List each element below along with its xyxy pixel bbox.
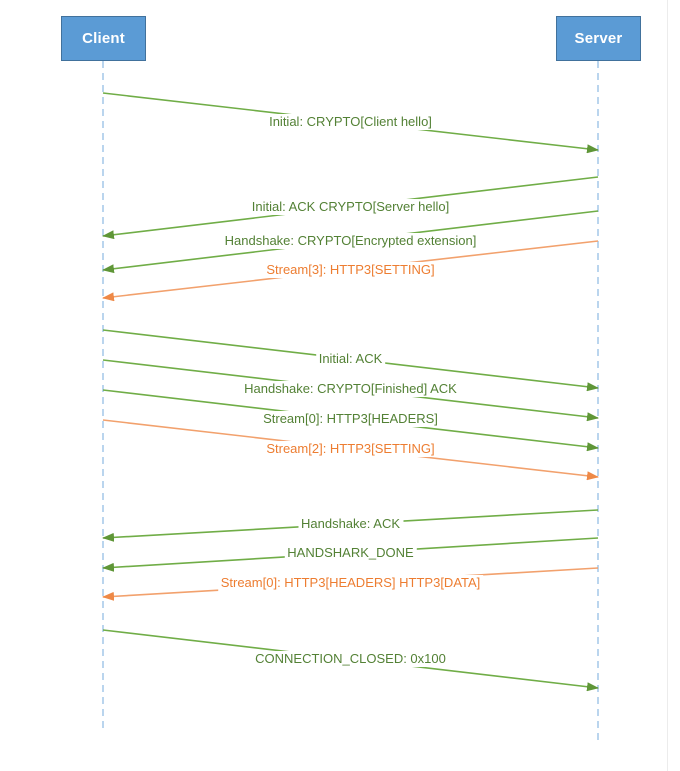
page-edge — [667, 0, 668, 771]
message-label-3: Stream[3]: HTTP3[SETTING] — [263, 261, 438, 278]
message-label-0: Initial: CRYPTO[Client hello] — [266, 113, 435, 130]
message-label-7: Stream[2]: HTTP3[SETTING] — [263, 440, 438, 457]
actor-box-client: Client — [61, 16, 146, 61]
actor-box-server: Server — [556, 16, 641, 61]
message-label-5: Handshake: CRYPTO[Finished] ACK — [241, 381, 460, 397]
message-label-4: Initial: ACK — [315, 351, 386, 367]
message-label-1: Initial: ACK CRYPTO[Server hello] — [248, 198, 453, 215]
message-label-8: Handshake: ACK — [297, 516, 404, 532]
message-label-11: CONNECTION_CLOSED: 0x100 — [252, 651, 449, 667]
message-label-10: Stream[0]: HTTP3[HEADERS] HTTP3[DATA] — [217, 574, 484, 591]
message-label-2: Handshake: CRYPTO[Encrypted extension] — [221, 232, 480, 249]
actor-label-client: Client — [82, 30, 125, 47]
actor-label-server: Server — [574, 30, 623, 47]
message-label-6: Stream[0]: HTTP3[HEADERS] — [260, 411, 441, 427]
message-label-9: HANDSHARK_DONE — [284, 545, 417, 561]
